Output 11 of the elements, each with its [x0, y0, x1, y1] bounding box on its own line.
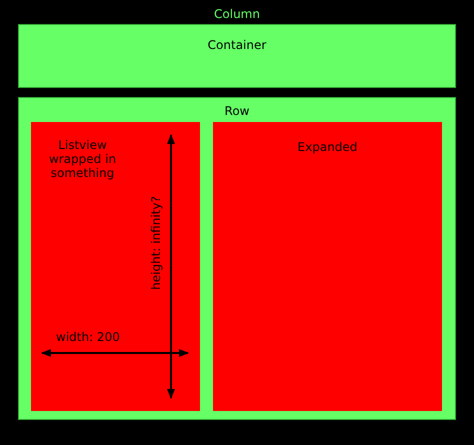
layout-box — [18, 97, 456, 420]
box-label: Expanded — [298, 140, 358, 154]
dimension-label: width: 200 — [56, 329, 120, 346]
layout-box — [18, 24, 456, 88]
layout-box — [213, 122, 442, 411]
dimension-label: height: infinity? — [148, 196, 164, 290]
box-label: Listview wrapped in something — [48, 138, 116, 180]
box-label: Row — [224, 104, 250, 118]
box-label: Column — [214, 7, 260, 21]
box-label: Container — [208, 38, 266, 52]
layout-box — [31, 122, 200, 411]
